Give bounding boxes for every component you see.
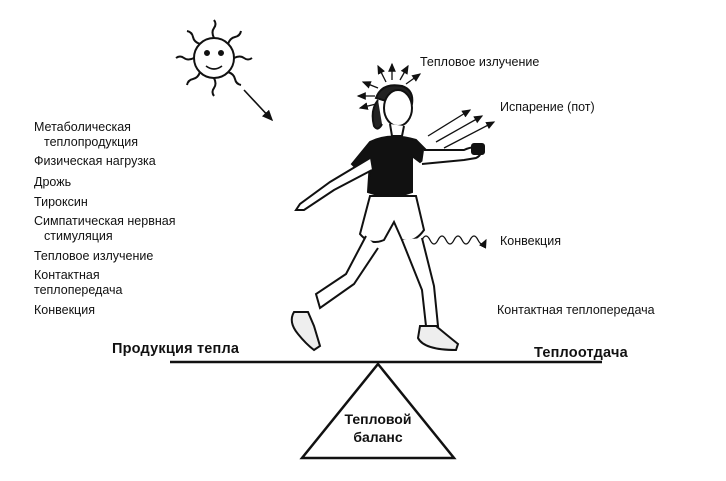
heat-production-label: Продукция тепла [112,341,240,357]
sun-ray-arrow [243,89,274,122]
sun-icon [175,19,253,97]
factor-exercise: Физическая нагрузка [34,154,156,168]
factor-contact: Контактная теплопередача [34,268,123,297]
factor-shivering: Дрожь [34,175,72,189]
convection-wave-arrow [421,235,487,249]
factor-metabolic: Метаболическая теплопродукция [34,120,139,149]
factor-convection: Конвекция [34,303,95,317]
factor-thyroxine: Тироксин [34,195,88,209]
label-evaporation: Испарение (пот) [500,100,595,114]
label-radiation: Тепловое излучение [420,55,540,69]
label-convection: Конвекция [500,234,561,248]
heat-loss-label: Теплоотдача [534,345,628,361]
factor-sympathetic: Симпатическая нервная стимуляция [34,214,176,243]
evaporation-arrows [427,109,496,149]
runner-figure [290,84,485,352]
heat-balance-label: Тепловой баланс [344,411,412,445]
fulcrum-triangle [299,362,457,460]
label-contact: Контактная теплопередача [497,303,655,317]
radiation-arrows [356,62,422,110]
factor-radiation: Тепловое излучение [34,249,154,263]
